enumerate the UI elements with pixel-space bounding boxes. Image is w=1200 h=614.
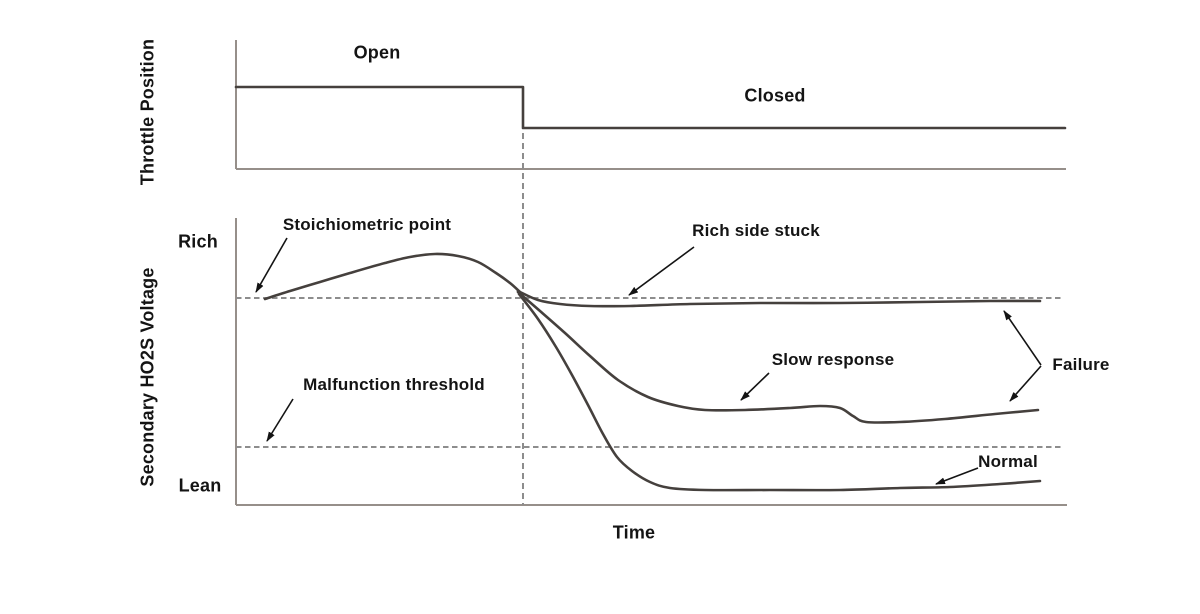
failure-upper-arrow: [1003, 310, 1042, 366]
rich-side-stuck-arrow: [628, 246, 695, 296]
malfunction-threshold-annotation: Malfunction threshold: [303, 375, 485, 394]
common-rich-excursion-curve: [263, 252, 522, 301]
stoichiometric-arrow: [255, 237, 288, 293]
slow-response-arrow: [740, 372, 770, 401]
failure-annotation: Failure: [1052, 355, 1110, 374]
malfunction-arrow: [266, 398, 294, 442]
throttle-open-label: Open: [353, 42, 401, 63]
slow-response-curve: [516, 290, 1040, 424]
throttle-position-trace-curve: [234, 85, 1067, 130]
throttle-closed-label: Closed: [744, 85, 806, 106]
lean-tick-label: Lean: [178, 475, 222, 496]
rich-side-stuck-annotation: Rich side stuck: [692, 221, 820, 240]
failure-lower-arrow: [1009, 365, 1042, 402]
rich-tick-label: Rich: [178, 231, 218, 252]
slow-response-annotation: Slow response: [771, 350, 895, 369]
normal-arrow: [935, 467, 979, 485]
normal-response-curve: [517, 292, 1042, 492]
throttle-position-axis-label: Throttle Position: [137, 38, 158, 186]
time-axis-label: Time: [612, 522, 656, 543]
rich-side-stuck-curve: [516, 289, 1042, 308]
normal-annotation: Normal: [978, 452, 1038, 471]
ho2s-voltage-axis-label: Secondary HO2S Voltage: [137, 267, 158, 487]
stoichiometric-point-annotation: Stoichiometric point: [282, 215, 452, 234]
